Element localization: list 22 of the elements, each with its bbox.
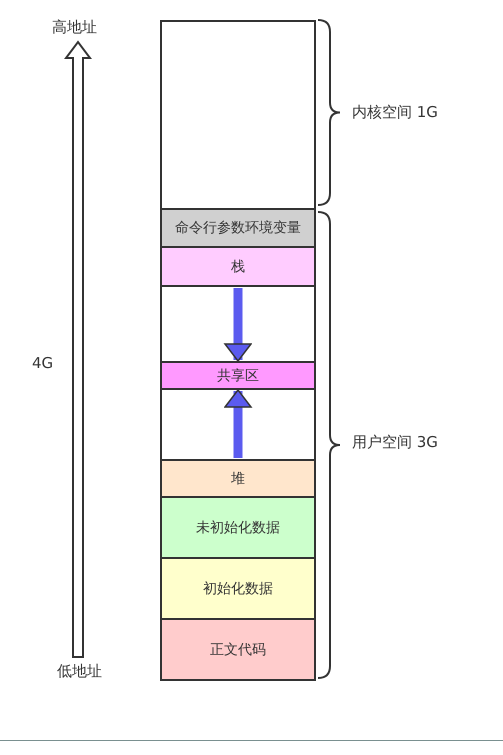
memory-segment bbox=[160, 557, 316, 620]
memory-segment bbox=[160, 20, 316, 210]
memory-segment bbox=[160, 618, 316, 681]
segment-label: 正文代码 bbox=[210, 640, 266, 658]
segment-label: 共享区 bbox=[217, 366, 259, 384]
text-label: 低地址 bbox=[57, 662, 102, 681]
memory-segment bbox=[160, 208, 316, 248]
segment-label: 初始化数据 bbox=[203, 580, 273, 598]
segment-label: 堆 bbox=[231, 470, 245, 488]
segment-label: 命令行参数环境变量 bbox=[175, 219, 301, 237]
memory-segment bbox=[160, 361, 316, 390]
memory-segment bbox=[160, 246, 316, 287]
memory-segment bbox=[160, 459, 316, 498]
arrow bbox=[224, 288, 252, 362]
memory-segment bbox=[160, 496, 316, 559]
segment-label: 栈 bbox=[231, 258, 245, 276]
segment-label: 未初始化数据 bbox=[196, 518, 280, 536]
text-label: 内核空间 1G bbox=[352, 103, 438, 122]
text-label: 高地址 bbox=[52, 18, 97, 37]
arrow bbox=[224, 389, 252, 458]
text-label: 4G bbox=[32, 354, 54, 372]
text-label: 用户空间 3G bbox=[352, 433, 438, 452]
